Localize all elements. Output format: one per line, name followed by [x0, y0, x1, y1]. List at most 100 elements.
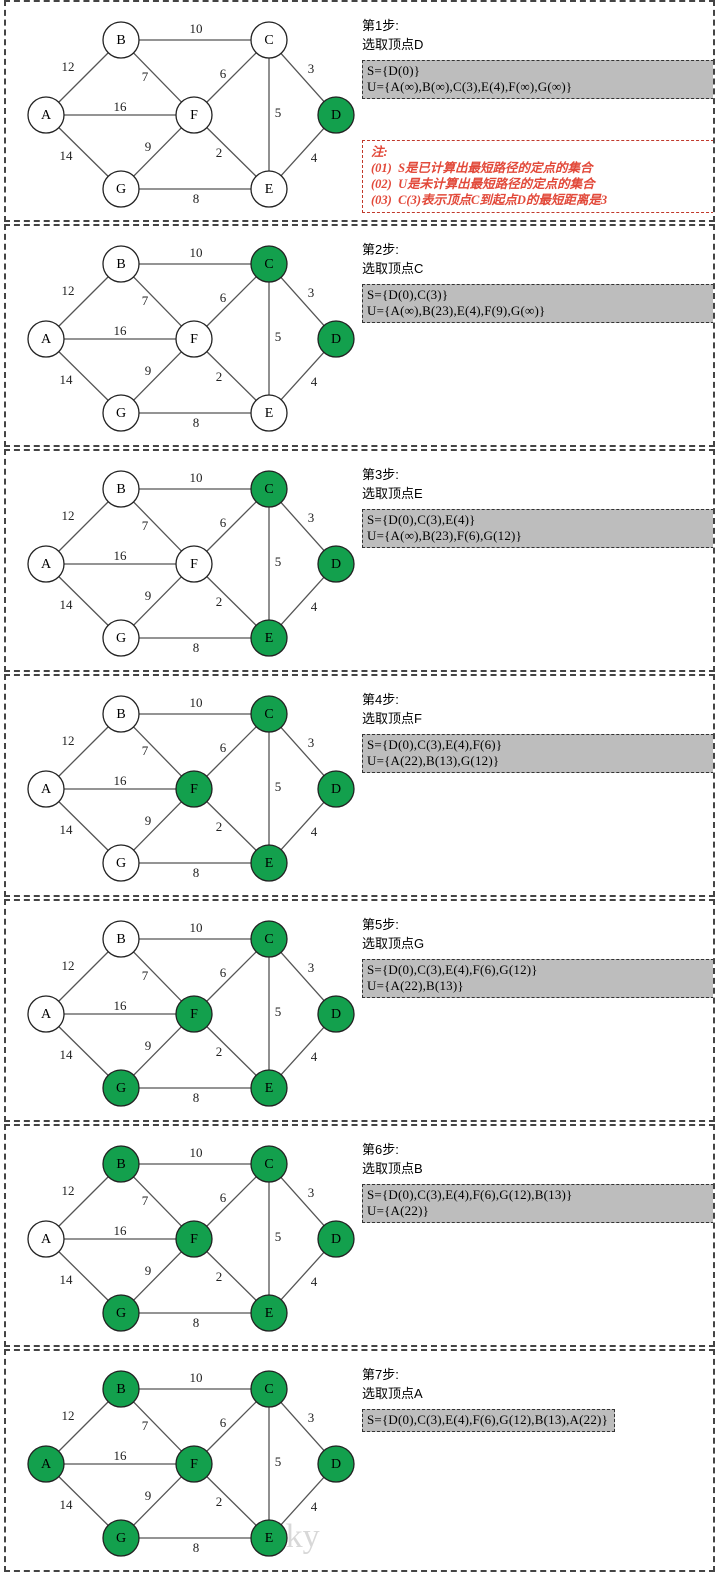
set-state-box: S={D(0),C(3)}U={A(∞),B(23),E(4),F(9),G(∞… [362, 284, 713, 323]
graph-node-g[interactable]: G [102, 170, 140, 208]
edge-weight-f-g: 9 [145, 1263, 152, 1278]
graph-node-a[interactable]: A [27, 995, 65, 1033]
step-title: 第7步: [362, 1367, 399, 1382]
step-title: 第2步: [362, 242, 399, 257]
graph-node-d[interactable]: D [317, 320, 355, 358]
graph-node-c[interactable]: C [250, 245, 288, 283]
graph-node-e[interactable]: E [250, 170, 288, 208]
graph-node-e[interactable]: E [250, 619, 288, 657]
graph-node-e[interactable]: E [250, 1519, 288, 1557]
graph-node-c[interactable]: C [250, 1145, 288, 1183]
graph-edge-f-g [133, 576, 182, 626]
node-circle-f [175, 96, 213, 134]
graph-node-a[interactable]: A [27, 320, 65, 358]
node-label-f: F [190, 1232, 198, 1247]
graph-node-a[interactable]: A [27, 545, 65, 583]
graph-node-e[interactable]: E [250, 394, 288, 432]
graph-node-f[interactable]: F [175, 320, 213, 358]
graph-edge-a-b [58, 276, 109, 327]
node-label-e: E [265, 631, 274, 646]
graph-node-e[interactable]: E [250, 1069, 288, 1107]
edge-weight-b-f: 7 [142, 293, 149, 308]
edge-weight-c-e: 5 [275, 554, 282, 569]
graph-node-a[interactable]: A [27, 770, 65, 808]
edge-weight-a-g: 14 [60, 372, 74, 387]
graph-node-d[interactable]: D [317, 770, 355, 808]
graph-node-e[interactable]: E [250, 1294, 288, 1332]
graph-node-b[interactable]: B [102, 695, 140, 733]
node-label-f: F [190, 1457, 198, 1472]
graph-node-f[interactable]: F [175, 96, 213, 134]
graph-node-c[interactable]: C [250, 21, 288, 59]
graph-edge-d-e [280, 351, 325, 401]
graph-edge-f-e [206, 351, 257, 401]
graph-node-f[interactable]: F [175, 1445, 213, 1483]
graph-node-d[interactable]: D [317, 545, 355, 583]
graph-node-d[interactable]: D [317, 995, 355, 1033]
graph-node-c[interactable]: C [250, 1370, 288, 1408]
edge-weight-a-g: 14 [60, 1272, 74, 1287]
edge-weight-c-e: 5 [275, 1004, 282, 1019]
set-line: S={D(0)} [367, 63, 421, 78]
graph-node-b[interactable]: B [102, 1145, 140, 1183]
graph-node-g[interactable]: G [102, 1294, 140, 1332]
graph-node-e[interactable]: E [250, 844, 288, 882]
edge-weight-f-e: 2 [216, 819, 223, 834]
graph-edge-c-d [280, 726, 325, 777]
graph-edge-b-f [133, 52, 182, 103]
node-circle-a [27, 1220, 65, 1258]
edge-weight-d-e: 4 [311, 1274, 318, 1289]
graph-node-b[interactable]: B [102, 920, 140, 958]
graph-edge-a-g [58, 1026, 109, 1076]
graph-node-g[interactable]: G [102, 1069, 140, 1107]
graph-node-d[interactable]: D [317, 1220, 355, 1258]
set-state-box: S={D(0),C(3),E(4),F(6),G(12),B(13)}U={A(… [362, 1184, 713, 1223]
edge-weight-a-g: 14 [60, 822, 74, 837]
graph-edge-c-d [280, 1401, 325, 1452]
edge-weight-a-f: 16 [114, 323, 128, 338]
graph-node-f[interactable]: F [175, 545, 213, 583]
edge-weight-b-f: 7 [142, 968, 149, 983]
edge-weight-f-g: 9 [145, 1038, 152, 1053]
graph-node-f[interactable]: F [175, 1220, 213, 1258]
node-label-b: B [116, 707, 125, 722]
graph-edge-f-g [133, 1026, 182, 1076]
edge-weight-g-e: 8 [193, 640, 200, 655]
graph-node-c[interactable]: C [250, 470, 288, 508]
graph-node-b[interactable]: B [102, 21, 140, 59]
edge-weight-c-f: 6 [220, 290, 227, 305]
node-label-c: C [264, 932, 273, 947]
graph-node-a[interactable]: A [27, 1445, 65, 1483]
node-label-g: G [116, 1306, 126, 1321]
graph-node-d[interactable]: D [317, 1445, 355, 1483]
graph-node-f[interactable]: F [175, 770, 213, 808]
graph-edge-c-d [280, 276, 325, 327]
graph-node-b[interactable]: B [102, 245, 140, 283]
edge-weight-b-c: 10 [190, 920, 203, 935]
graph-node-g[interactable]: G [102, 1519, 140, 1557]
graph-node-d[interactable]: D [317, 96, 355, 134]
edge-weight-f-e: 2 [216, 369, 223, 384]
node-circle-d [317, 1220, 355, 1258]
graph-node-g[interactable]: G [102, 394, 140, 432]
graph-node-g[interactable]: G [102, 619, 140, 657]
graph-node-c[interactable]: C [250, 695, 288, 733]
graph-node-g[interactable]: G [102, 844, 140, 882]
node-label-a: A [41, 1457, 52, 1472]
edge-weight-b-f: 7 [142, 69, 149, 84]
graph-node-c[interactable]: C [250, 920, 288, 958]
graph-node-a[interactable]: A [27, 96, 65, 134]
step-subtitle: 选取顶点E [362, 486, 423, 501]
graph-node-a[interactable]: A [27, 1220, 65, 1258]
graph-node-b[interactable]: B [102, 470, 140, 508]
edge-weight-c-d: 3 [308, 285, 315, 300]
graph-edge-a-g [58, 1251, 109, 1301]
node-circle-b [102, 245, 140, 283]
graph-edge-b-f [133, 1401, 182, 1452]
graph-node-f[interactable]: F [175, 995, 213, 1033]
graph-node-b[interactable]: B [102, 1370, 140, 1408]
